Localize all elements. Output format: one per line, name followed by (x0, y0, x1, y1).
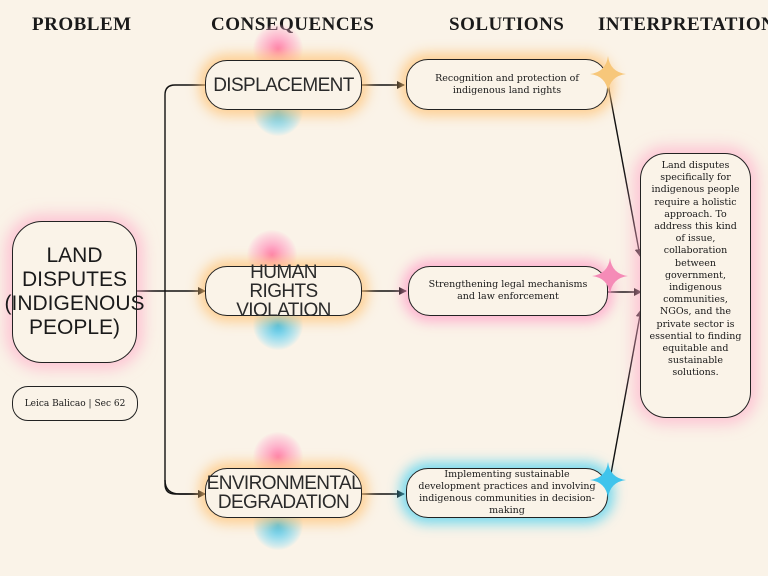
branch-to-displacement (164, 84, 206, 498)
consequence-label: HUMAN RIGHTS VIOLATION (236, 261, 331, 321)
consequence-human-rights-violation: HUMAN RIGHTS VIOLATION (205, 263, 362, 320)
sparkle-icon (592, 258, 628, 294)
consequence-label: ENVIRONMENTAL DEGRADATION (206, 473, 362, 513)
solution-legal-mechanisms: Strengthening legal mechanisms and law e… (408, 266, 608, 316)
author-credit: Leica Balicao | Sec 62 (12, 386, 138, 421)
solution-sustainable-development: Implementing sustainable development pra… (406, 468, 608, 518)
author-credit-text: Leica Balicao | Sec 62 (24, 398, 126, 409)
interpretation-text: Land disputes specifically for indigenou… (649, 160, 742, 379)
sparkle-icon (590, 56, 626, 92)
solution-label: Implementing sustainable development pra… (418, 469, 596, 516)
header-problem: PROBLEM (32, 14, 132, 35)
header-consequences: CONSEQUENCES (211, 14, 375, 35)
arrow-solution3-to-interpretation (607, 309, 644, 491)
consequence-displacement: DISPLACEMENT (205, 60, 362, 110)
solution-label: Recognition and protection of indigenous… (435, 72, 579, 96)
header-interpretation: INTERPRETATION (598, 14, 768, 35)
solution-label: Strengthening legal mechanisms and law e… (428, 279, 588, 302)
problem-node: LAND DISPUTES (INDIGENOUS PEOPLE) (5, 221, 145, 363)
header-solutions: SOLUTIONS (449, 14, 565, 35)
consequence-label: DISPLACEMENT (213, 74, 354, 96)
problem-label: LAND DISPUTES (INDIGENOUS PEOPLE) (4, 244, 145, 339)
sparkle-icon (590, 462, 626, 498)
arrow-solution1-to-interpretation (607, 83, 643, 257)
interpretation-node: Land disputes specifically for indigenou… (640, 153, 751, 418)
branch-to-environmental (164, 479, 206, 498)
solution-land-rights: Recognition and protection of indigenous… (406, 59, 608, 110)
consequence-environmental-degradation: ENVIRONMENTAL DEGRADATION (205, 468, 362, 518)
